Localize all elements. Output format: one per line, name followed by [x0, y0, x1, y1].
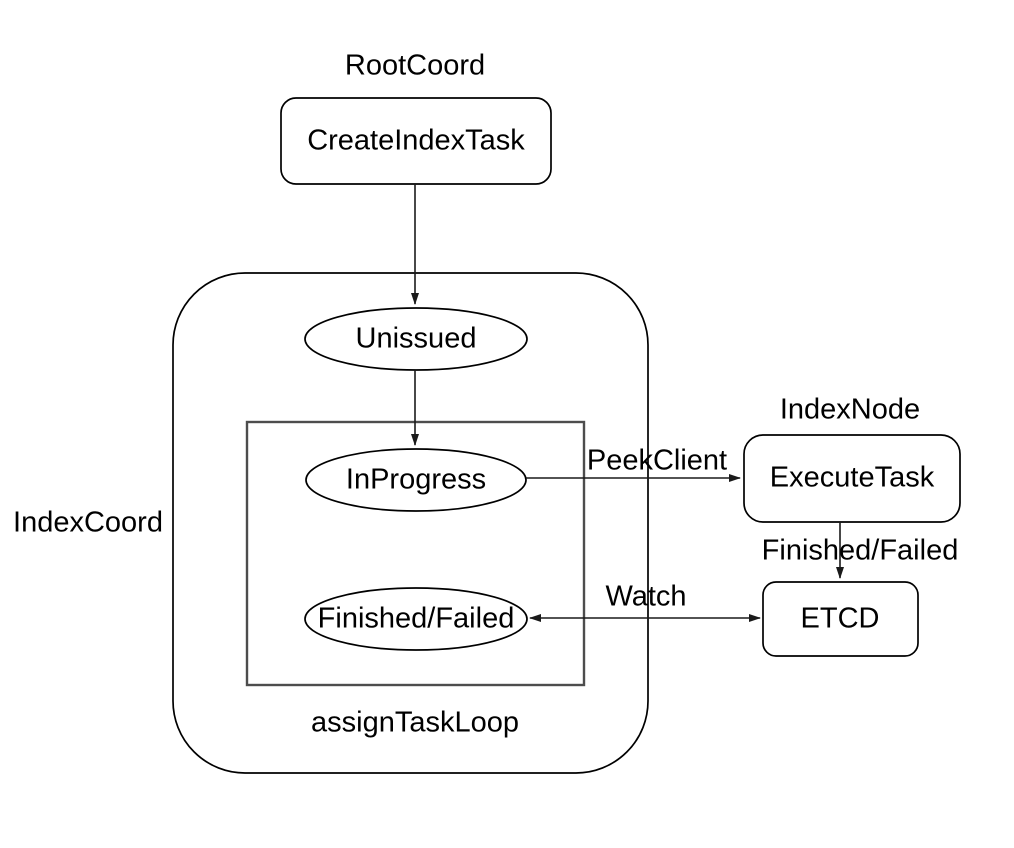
execute-task-box	[743, 434, 961, 523]
index-node-label: IndexNode	[779, 393, 921, 426]
watch-edge-label: Watch	[605, 580, 687, 613]
unissued-label: Unissued	[355, 322, 477, 355]
create-index-task-box	[280, 97, 552, 185]
finished-failed-ellipse	[304, 587, 528, 651]
index-coord-label: IndexCoord	[13, 506, 163, 539]
index-coord-container	[172, 272, 649, 774]
assign-task-loop-label: assignTaskLoop	[311, 706, 519, 739]
unissued-ellipse	[304, 307, 528, 371]
in-progress-label: InProgress	[345, 463, 487, 496]
etcd-label: ETCD	[800, 602, 880, 635]
create-index-task-label: CreateIndexTask	[307, 124, 525, 157]
in-progress-ellipse	[305, 448, 527, 512]
etcd-box	[762, 581, 919, 657]
finished-failed-edge-label: Finished/Failed	[761, 534, 959, 567]
finished-failed-state-label: Finished/Failed	[317, 602, 515, 635]
execute-task-label: ExecuteTask	[769, 461, 935, 494]
root-coord-label: RootCoord	[344, 49, 486, 82]
peek-client-edge-label: PeekClient	[586, 444, 728, 477]
